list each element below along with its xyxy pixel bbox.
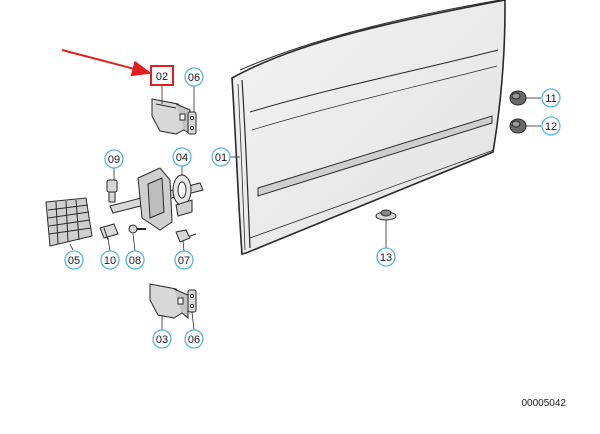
svg-text:07: 07: [178, 255, 190, 267]
svg-text:12: 12: [545, 121, 557, 133]
callout-05[interactable]: 05: [64, 250, 84, 270]
door-check-assembly: [109, 167, 204, 231]
door-outline: [231, 0, 506, 256]
callout-10[interactable]: 10: [100, 250, 120, 270]
door-trim-strip: [257, 115, 493, 197]
callout-11[interactable]: 11: [541, 88, 561, 108]
door-panel: [231, 0, 506, 256]
svg-text:04: 04: [176, 152, 188, 164]
svg-text:09: 09: [108, 154, 120, 166]
highlight-arrow: [61, 49, 152, 77]
highlight-box: [150, 65, 174, 86]
rubber-buffer-lower: [509, 118, 527, 134]
svg-text:06: 06: [188, 334, 200, 346]
door-lower-line: [249, 149, 495, 239]
svg-text:05: 05: [68, 255, 80, 267]
callout-13[interactable]: 13: [376, 247, 396, 267]
lower-hinge-pin-plate: [187, 289, 197, 313]
door-upper-crease: [249, 49, 499, 113]
callout-02[interactable]: 02: [156, 71, 168, 83]
leader-lines: [69, 85, 541, 331]
callout-03[interactable]: 03: [152, 329, 172, 349]
upper-hinge: [151, 98, 191, 135]
rubber-boot: [45, 197, 93, 247]
drain-plug: [375, 209, 397, 221]
screw: [128, 224, 146, 234]
svg-text:11: 11: [545, 93, 556, 105]
svg-text:13: 13: [380, 252, 392, 264]
callout-01[interactable]: 01: [211, 147, 231, 167]
spring-clip: [99, 223, 119, 241]
svg-text:10: 10: [104, 255, 116, 267]
upper-hinge-pin-plate: [187, 111, 197, 135]
callout-12[interactable]: 12: [541, 116, 561, 136]
check-bolt: [106, 179, 118, 203]
drawing-number: 00005042: [522, 398, 567, 409]
door-window-line: [239, 0, 501, 71]
callout-08[interactable]: 08: [125, 250, 145, 270]
rubber-buffer-upper: [509, 90, 527, 106]
door-front-edge: [241, 79, 251, 249]
door-upper-crease-2: [251, 65, 498, 131]
callout-07[interactable]: 07: [174, 250, 194, 270]
svg-text:08: 08: [129, 255, 141, 267]
callout-06-lower[interactable]: 06: [184, 329, 204, 349]
callout-06-upper[interactable]: 06: [184, 67, 204, 87]
door-front-edge-inner: [237, 83, 246, 251]
callout-04[interactable]: 04: [172, 147, 192, 167]
svg-text:01: 01: [215, 152, 227, 164]
lower-hinge: [149, 283, 189, 320]
svg-text:06: 06: [188, 72, 200, 84]
callout-09[interactable]: 09: [104, 149, 124, 169]
svg-text:03: 03: [156, 334, 168, 346]
nut: [175, 229, 197, 243]
